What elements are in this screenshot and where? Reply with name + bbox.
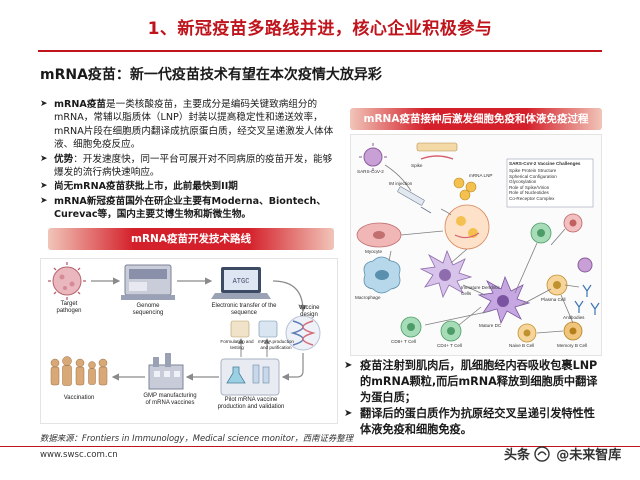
mature-dc-icon xyxy=(477,275,531,325)
antibody-icon xyxy=(574,284,600,315)
label-mature-dc: Mature DC xyxy=(479,323,502,328)
brand-logo-icon xyxy=(534,446,550,462)
sequencer-icon xyxy=(121,264,175,300)
factory-icon xyxy=(148,353,184,390)
label-im-injection: IM injection xyxy=(389,181,413,186)
bullet-item: ➤ mRNA疫苗是一类核酸疫苗，主要成分是编码关键致病组分的mRNA，常辅以脂质… xyxy=(40,98,336,152)
label-b-cell: Naive B Cell xyxy=(509,343,535,348)
label-genome-sequencing: Genome sequencing xyxy=(132,303,164,316)
bullet-list: ➤ mRNA疫苗是一类核酸疫苗，主要成分是编码关键致病组分的mRNA，常辅以脂质… xyxy=(40,98,336,223)
svg-text:ATGC: ATGC xyxy=(233,278,250,286)
challenge-item: Role of Nucleotides xyxy=(509,190,549,195)
bullet-lead: mRNA新冠疫苗国外在研企业主要有Moderna、Biontech、Cureva… xyxy=(54,195,326,221)
flow-illustration: ATGC xyxy=(48,262,321,396)
syringe-icon xyxy=(397,186,432,214)
label-vaccine-design: Vaccine design xyxy=(298,305,320,318)
note-text: 疫苗注射到肌肉后，肌细胞经内吞吸收包裹LNP的mRNA颗粒,而后mRNA释放到细… xyxy=(360,359,598,404)
macrophage-icon xyxy=(363,256,401,294)
label-pilot-production: Pilot mRNA vaccine production and valida… xyxy=(217,397,285,410)
bullet-item: ➤ mRNA新冠疫苗国外在研企业主要有Moderna、Biontech、Cure… xyxy=(40,195,336,222)
virus-icon xyxy=(359,143,387,171)
mrna-production-icon xyxy=(258,320,278,338)
data-source: 数据来源：Frontiers in Immunology，Medical sci… xyxy=(40,433,354,443)
label-mrna-production: mRNA production and purification xyxy=(257,339,294,350)
virus-neutralized-icon xyxy=(577,257,593,273)
arrow-bullet-icon: ➤ xyxy=(40,181,48,192)
bullet-lead: 优势 xyxy=(54,153,74,165)
challenge-item: Spherical Configuration xyxy=(509,173,557,179)
arrow-bullet-icon: ➤ xyxy=(40,153,48,164)
bullet-item: ➤ 尚无mRNA疫苗获批上市，此前最快到II期 xyxy=(40,180,336,193)
endosome-cell-icon xyxy=(444,204,490,250)
arrow-bullet-icon: ➤ xyxy=(344,408,353,419)
gene-sequence-icon xyxy=(416,142,458,152)
label-immature-dc: Immature Dendritic Cells xyxy=(461,285,500,296)
slide-title: 1、新冠疫苗多路线并进，核心企业积极参与 xyxy=(147,19,493,39)
label-memory-b: Memory B Cell xyxy=(557,343,588,348)
title-divider xyxy=(38,50,602,52)
dendritic-cell-icon xyxy=(419,249,473,299)
label-target-pathogen: Target pathogen xyxy=(56,301,82,314)
watermark-name: @未来智库 xyxy=(556,448,622,463)
label-gmp-manufacturing: GMP manufacturing of mRNA vaccines xyxy=(143,393,197,406)
immune-process-figure: SARS-CoV-2 mRNA LNP IM injection Myocyte… xyxy=(350,134,602,356)
bullet-text: 是一类核酸疫苗，主要成分是编码关键致病组分的mRNA，常辅以脂质体（LNP）封装… xyxy=(54,99,334,151)
t-cell-icon xyxy=(400,213,583,342)
label-formulation: Formulation and testing xyxy=(220,339,254,350)
bullet-item: ➤ 优势：开发速度快，同一平台可展开对不同病原的疫苗开发，能够爆发的流行病快速响… xyxy=(40,153,336,180)
vaccinated-people-icon xyxy=(50,356,108,386)
formulation-icon xyxy=(230,320,250,338)
challenges-box xyxy=(506,158,594,208)
footer-url: www.swsc.com.cn xyxy=(40,450,118,460)
challenges-list: Spike Protein Structure Spherical Config… xyxy=(509,168,591,201)
bullet-text: ：开发速度快，同一平台可展开对不同病原的疫苗开发，能够爆发的流行病快速响应。 xyxy=(54,153,333,179)
footer-divider xyxy=(0,446,640,447)
immune-process-tag: mRNA疫苗接种后激发细胞免疫和体液免疫过程 xyxy=(350,108,602,130)
label-plasma: Plasma Cell xyxy=(541,297,566,302)
note-text: 翻译后的蛋白质作为抗原经交叉呈递引发特性性体液免疫和细胞免疫。 xyxy=(360,407,595,436)
bullet-lead: 尚无mRNA疫苗获批上市，此前最快到II期 xyxy=(54,181,238,193)
arrow-bullet-icon: ➤ xyxy=(344,360,353,371)
label-antibodies: Antibodies xyxy=(563,315,585,320)
challenge-item: Spike Protein Structure xyxy=(509,168,557,173)
mrna-strand-icon xyxy=(285,315,321,351)
label-electronic-transfer: Electronic transfer of the sequence xyxy=(211,303,277,316)
watermark-prefix: 头条 xyxy=(504,448,531,463)
lnp-particle-icon xyxy=(453,177,477,201)
label-spike: Spike xyxy=(411,163,423,168)
note-item: ➤ 翻译后的蛋白质作为抗原经交叉呈递引发特性性体液免疫和细胞免疫。 xyxy=(344,406,606,438)
label-myocyte: Myocyte xyxy=(365,249,383,254)
section-subtitle: mRNA疫苗：新一代疫苗技术有望在本次疫情大放异彩 xyxy=(40,67,382,83)
challenge-item: Co-Receptor Complex xyxy=(509,195,555,201)
arrow-bullet-icon: ➤ xyxy=(40,195,48,206)
challenge-item: Glycosylation xyxy=(509,179,537,184)
challenge-item: Role of Spike/Virion xyxy=(509,184,550,190)
label-mrna-lnp: mRNA LNP xyxy=(469,173,493,178)
pathogen-icon xyxy=(48,262,86,300)
development-flow-figure: ATGC xyxy=(40,258,338,424)
label-vaccination: Vaccination xyxy=(63,395,95,401)
process-notes: ➤ 疫苗注射到肌肉后，肌细胞经内吞吸收包裹LNP的mRNA颗粒,而后mRNA释放… xyxy=(344,358,606,438)
myocyte-icon xyxy=(356,222,402,248)
note-item: ➤ 疫苗注射到肌肉后，肌细胞经内吞吸收包裹LNP的mRNA颗粒,而后mRNA释放… xyxy=(344,358,606,406)
arrow-bullet-icon: ➤ xyxy=(40,99,48,109)
label-macrophage: Macrophage xyxy=(355,295,381,300)
pilot-production-box xyxy=(220,358,280,396)
immune-illustration xyxy=(356,142,600,343)
watermark: 头条 @未来智库 xyxy=(504,444,621,463)
challenges-title: SARS-CoV-2 Vaccine Challenges xyxy=(509,161,581,166)
label-cd4-t: CD4+ T Cell xyxy=(437,343,462,348)
label-cd8-t: CD8+ T Cell xyxy=(391,339,416,344)
development-route-tag: mRNA疫苗开发技术路线 xyxy=(48,228,334,250)
bullet-lead: mRNA疫苗 xyxy=(54,99,107,110)
label-sars: SARS-CoV-2 xyxy=(357,169,384,174)
laptop-icon: ATGC xyxy=(211,267,271,299)
